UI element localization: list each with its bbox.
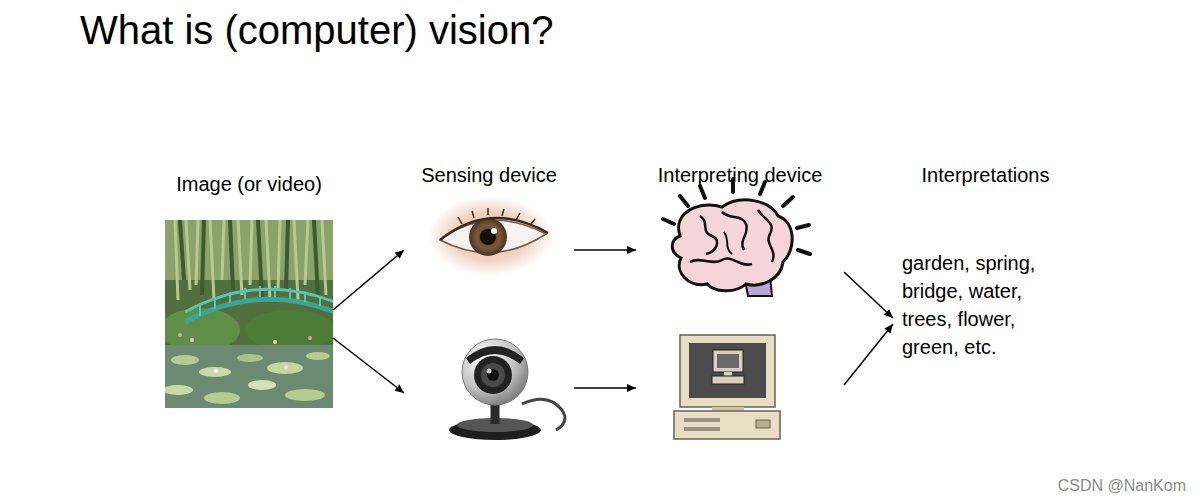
eye-picture (428, 196, 552, 276)
column-heading: Sensing device (421, 163, 557, 187)
column-heading: Image (or video) (176, 172, 322, 196)
column-heading: Interpreting device (658, 163, 823, 187)
flow-arrow (844, 272, 893, 318)
interpreting-column: Interpreting device (636, 163, 844, 445)
sensing-column: Sensing device (404, 163, 574, 445)
flow-arrow (574, 249, 636, 251)
flow-arrow (333, 338, 404, 393)
slide-title: What is (computer) vision? (80, 8, 553, 53)
flow-arrow (844, 324, 893, 385)
interpretations-column: Interpretations garden, spring, bridge, w… (893, 163, 1078, 378)
flow-arrow (574, 387, 636, 389)
computer-picture (674, 335, 780, 439)
column-heading: Interpretations (922, 163, 1050, 187)
flow-arrow (333, 250, 404, 310)
webcam-picture (449, 339, 565, 440)
garden-photo (165, 220, 333, 408)
watermark: CSDN @NanKom (1058, 477, 1186, 495)
image-column: Image (or video) (165, 172, 333, 410)
interpretation-list: garden, spring, bridge, water, trees, fl… (902, 249, 1077, 361)
brain-picture (663, 179, 810, 296)
